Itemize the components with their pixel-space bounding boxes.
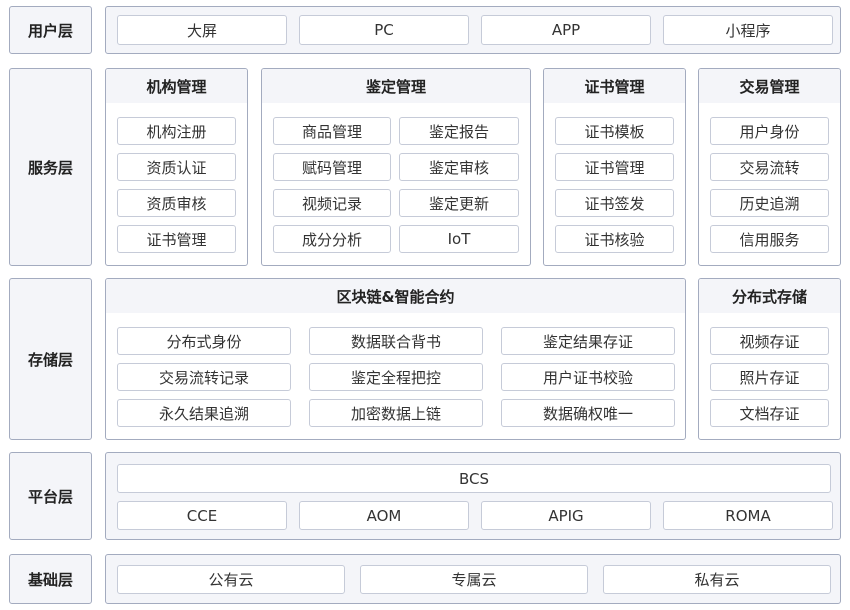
user-layer-panel: 大屏 PC APP 小程序 [105, 6, 841, 54]
storage-group-blockchain-title: 区块链&智能合约 [106, 279, 685, 313]
layer-label-service-text: 服务层 [27, 158, 73, 177]
base-item-dedicated-cloud: 专属云 [360, 565, 588, 594]
layer-label-platform-text: 平台层 [27, 487, 73, 506]
storage-item: 用户证书校验 [501, 363, 675, 391]
platform-item-bcs: BCS [117, 464, 831, 493]
layer-label-base-text: 基础层 [27, 570, 73, 589]
service-group-appraisal: 鉴定管理 商品管理 鉴定报告 赋码管理 鉴定审核 视频记录 鉴定更新 成分分析 … [261, 68, 531, 266]
service-group-institution-title: 机构管理 [106, 69, 247, 103]
service-group-institution: 机构管理 机构注册 资质认证 资质审核 证书管理 [105, 68, 248, 266]
layer-label-service: 服务层 [9, 68, 92, 266]
storage-item: 鉴定结果存证 [501, 327, 675, 355]
storage-item: 文档存证 [710, 399, 829, 427]
storage-item: 鉴定全程把控 [309, 363, 483, 391]
base-item-public-cloud: 公有云 [117, 565, 345, 594]
service-item: 历史追溯 [710, 189, 829, 217]
service-item: 鉴定报告 [399, 117, 519, 145]
service-group-certificate: 证书管理 证书模板 证书管理 证书签发 证书核验 [543, 68, 686, 266]
platform-item-roma: ROMA [663, 501, 833, 530]
platform-item-apig: APIG [481, 501, 651, 530]
storage-item: 永久结果追溯 [117, 399, 291, 427]
storage-item: 加密数据上链 [309, 399, 483, 427]
service-item: 成分分析 [273, 225, 391, 253]
user-item-pc: PC [299, 15, 469, 45]
storage-item: 数据联合背书 [309, 327, 483, 355]
service-item: 鉴定更新 [399, 189, 519, 217]
service-item: 证书核验 [555, 225, 674, 253]
base-item-private-cloud: 私有云 [603, 565, 831, 594]
user-item-miniprogram: 小程序 [663, 15, 833, 45]
service-item: 证书管理 [555, 153, 674, 181]
user-item-app: APP [481, 15, 651, 45]
layer-label-user-text: 用户层 [27, 21, 73, 40]
layer-label-user: 用户层 [9, 6, 92, 54]
storage-group-distributed-title: 分布式存储 [699, 279, 840, 313]
service-item: 资质认证 [117, 153, 236, 181]
service-group-appraisal-title: 鉴定管理 [262, 69, 530, 103]
storage-item: 交易流转记录 [117, 363, 291, 391]
storage-item: 数据确权唯一 [501, 399, 675, 427]
service-item: 鉴定审核 [399, 153, 519, 181]
layer-label-base: 基础层 [9, 554, 92, 604]
layer-label-storage: 存储层 [9, 278, 92, 440]
service-group-certificate-title: 证书管理 [544, 69, 685, 103]
storage-item: 照片存证 [710, 363, 829, 391]
layer-label-storage-text: 存储层 [27, 350, 73, 369]
storage-group-blockchain: 区块链&智能合约 分布式身份 数据联合背书 鉴定结果存证 交易流转记录 鉴定全程… [105, 278, 686, 440]
platform-item-cce: CCE [117, 501, 287, 530]
storage-group-distributed: 分布式存储 视频存证 照片存证 文档存证 [698, 278, 841, 440]
service-item: 商品管理 [273, 117, 391, 145]
base-layer-panel: 公有云 专属云 私有云 [105, 554, 841, 604]
platform-layer-panel: BCS CCE AOM APIG ROMA [105, 452, 841, 540]
service-item: 赋码管理 [273, 153, 391, 181]
storage-item: 分布式身份 [117, 327, 291, 355]
service-item: 证书签发 [555, 189, 674, 217]
user-item-bigscreen: 大屏 [117, 15, 287, 45]
service-item: 信用服务 [710, 225, 829, 253]
service-item: 机构注册 [117, 117, 236, 145]
service-item: 资质审核 [117, 189, 236, 217]
service-item: 交易流转 [710, 153, 829, 181]
service-group-transaction: 交易管理 用户身份 交易流转 历史追溯 信用服务 [698, 68, 841, 266]
storage-item: 视频存证 [710, 327, 829, 355]
platform-item-aom: AOM [299, 501, 469, 530]
layer-label-platform: 平台层 [9, 452, 92, 540]
service-item: IoT [399, 225, 519, 253]
service-item: 视频记录 [273, 189, 391, 217]
service-group-transaction-title: 交易管理 [699, 69, 840, 103]
service-item: 用户身份 [710, 117, 829, 145]
service-item: 证书模板 [555, 117, 674, 145]
service-item: 证书管理 [117, 225, 236, 253]
